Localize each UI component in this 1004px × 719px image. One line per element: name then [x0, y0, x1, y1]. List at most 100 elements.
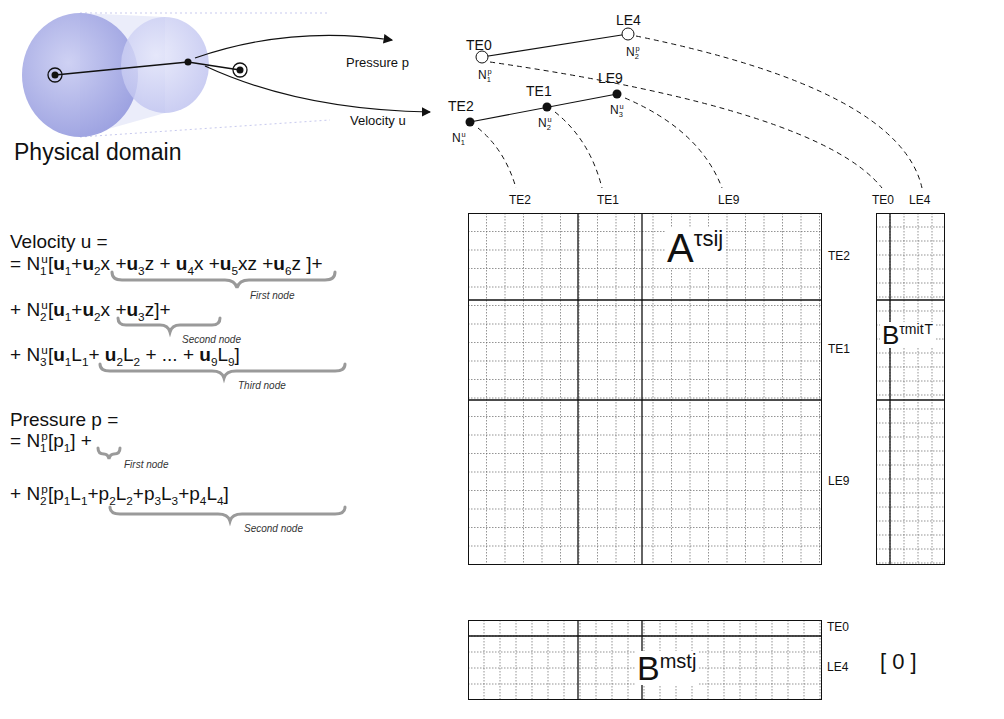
row-header: LE9 — [828, 475, 849, 488]
grid-line — [468, 287, 822, 288]
grid-line — [653, 213, 654, 565]
grid-line — [876, 227, 945, 228]
grid-line — [876, 493, 945, 494]
column-header: TE2 — [509, 194, 531, 207]
grid-line — [484, 620, 485, 700]
grid-line — [876, 255, 945, 256]
grid-line — [782, 213, 783, 565]
row-header: TE1 — [828, 343, 850, 356]
grid-line — [468, 527, 822, 528]
grid-line — [801, 213, 802, 565]
shape-function: N1p — [478, 68, 492, 85]
grid-line — [468, 342, 822, 343]
grid-line — [612, 620, 613, 700]
grid-line — [468, 435, 822, 436]
grid-line — [876, 241, 945, 242]
grid-line — [548, 620, 549, 700]
grid-line — [918, 213, 919, 565]
matrix-index: T — [925, 321, 934, 337]
shape-function: N3u — [610, 103, 624, 120]
grid-line — [580, 620, 581, 700]
grid-line — [740, 620, 741, 700]
matrix-block: BτmitT — [876, 213, 945, 565]
grid-line — [634, 213, 635, 565]
grid-line — [745, 213, 746, 565]
row-header: LE4 — [827, 661, 848, 674]
matrix-index: τmit — [899, 321, 923, 337]
grid-line — [820, 620, 821, 700]
grid-line — [468, 299, 822, 300]
matrix-grid — [468, 213, 945, 700]
grid-line — [876, 507, 945, 508]
grid-line — [756, 620, 757, 700]
field-label: Pressure p — [346, 56, 409, 70]
grid-line — [468, 546, 822, 547]
grid-line — [542, 213, 543, 565]
grid-line — [468, 305, 822, 306]
grid-line — [876, 549, 945, 550]
grid-line — [876, 563, 945, 564]
grid-line — [468, 509, 822, 510]
equation: = N1u[u1+u2x +u3z + u4x +u5xz +u6z ]+ — [10, 253, 323, 278]
grid-line — [500, 620, 501, 700]
grid-line — [932, 213, 933, 565]
grid-line — [876, 299, 945, 300]
leader-lines — [478, 36, 922, 188]
grid-line — [468, 490, 822, 491]
grid-line — [890, 213, 891, 565]
grid-line — [516, 620, 517, 700]
grid-line — [876, 367, 945, 368]
row-header: TE0 — [827, 621, 849, 634]
equation: = N1p[p1] + — [10, 430, 92, 455]
grid-line — [876, 399, 945, 400]
grid-line — [468, 416, 822, 417]
grid-line — [876, 269, 945, 270]
equation: Velocity u = — [10, 232, 108, 253]
grid-line — [876, 437, 945, 438]
brace-note: Second node — [182, 334, 241, 345]
grid-line — [724, 620, 725, 700]
column-header: TE0 — [872, 194, 894, 207]
shape-function: N2p — [626, 45, 640, 62]
grid-line — [772, 620, 773, 700]
grid-line — [628, 620, 629, 700]
grid-line — [564, 620, 565, 700]
grid-line — [876, 521, 945, 522]
grid-line — [788, 620, 789, 700]
grid-line — [577, 620, 578, 700]
grid-line — [468, 231, 822, 232]
grid-line — [876, 395, 945, 396]
node-name: TE0 — [466, 38, 492, 53]
matrix-letter: B — [882, 320, 899, 350]
grid-line — [468, 472, 822, 473]
node-name: LE9 — [598, 71, 623, 86]
node-name: LE4 — [616, 13, 641, 28]
matrix-symbol: Aτsij — [665, 228, 725, 268]
grid-line — [468, 636, 822, 637]
zero-block: [ 0 ] — [880, 650, 917, 674]
shape-function: N2u — [538, 116, 552, 133]
shape-function: N1u — [452, 131, 466, 148]
grid-line — [468, 453, 822, 454]
matrix-letter: B — [637, 649, 660, 687]
matrix-symbol: Bmstj — [635, 651, 698, 685]
grid-line — [468, 250, 822, 251]
field-label: Velocity u — [350, 114, 406, 128]
domain-label: Physical domain — [14, 140, 181, 165]
grid-line — [876, 283, 945, 284]
grid-line — [468, 268, 822, 269]
grid-line — [876, 297, 945, 298]
grid-line — [876, 353, 945, 354]
grid-line — [876, 409, 945, 410]
grid-line — [819, 213, 820, 565]
grid-line — [804, 620, 805, 700]
matrix-symbol: BτmitT — [880, 322, 935, 348]
grid-line — [641, 213, 642, 565]
equation: Pressure p = — [10, 410, 118, 431]
grid-line — [876, 311, 945, 312]
node-name: TE1 — [526, 84, 552, 99]
grid-line — [532, 620, 533, 700]
brace-note: Second node — [244, 523, 303, 534]
grid-line — [596, 620, 597, 700]
grid-line — [876, 451, 945, 452]
